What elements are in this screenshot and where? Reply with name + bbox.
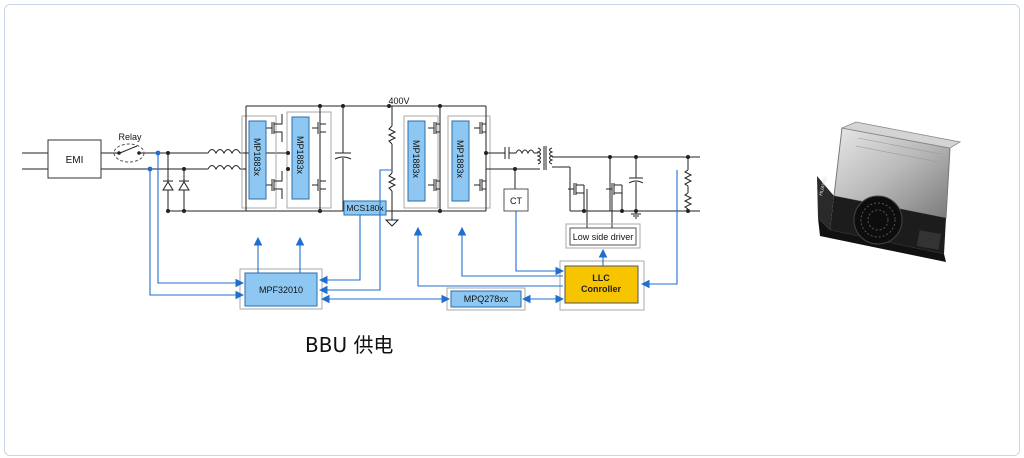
pfc-controller-chip <box>244 272 318 307</box>
diagram-caption: BBU 供电 <box>305 333 394 357</box>
output-filter <box>628 157 693 219</box>
llc-switch-1-label: MP1883x <box>411 140 421 179</box>
voltage-divider <box>384 106 400 227</box>
bbu-module-photo: HUAWEI <box>817 121 962 262</box>
llc-controller-line2: Conroller <box>581 284 622 294</box>
llc-controller-box <box>564 265 639 304</box>
current-sense-label: MCS180x <box>346 203 384 213</box>
emi-label: EMI <box>66 155 84 166</box>
pfc-switch-stage <box>241 105 400 212</box>
current-sense-chip <box>343 200 387 216</box>
low-side-driver-label: Low side driver <box>573 232 634 242</box>
bbu-brand-text: HUAWEI <box>818 176 829 197</box>
pfc-controller-label: MPF32010 <box>259 285 303 295</box>
input-lines <box>22 152 168 170</box>
ct-label: CT <box>510 196 522 206</box>
emi-filter-box <box>47 139 102 179</box>
llc-switch-chip-2 <box>451 120 470 202</box>
llc-switch-stage <box>400 105 505 212</box>
low-side-driver-box <box>569 227 637 246</box>
bus-voltage-label: 400V <box>388 96 409 106</box>
synchronous-rectifiers <box>568 183 623 228</box>
pfc-switch-chip-1 <box>248 120 267 200</box>
relay-label: Relay <box>118 132 142 142</box>
llc-switch-chip-1 <box>407 120 426 202</box>
pfc-switch-1-label: MP1883x <box>252 138 262 177</box>
control-signal-lines <box>149 153 678 304</box>
mpq-label: MPQ278xx <box>464 294 509 304</box>
rectifier-diodes <box>162 152 246 212</box>
pfc-switch-chip-2 <box>291 116 310 200</box>
mpq-chip <box>450 290 522 308</box>
llc-controller-line1: LLC <box>592 273 610 283</box>
relay-symbol <box>113 143 145 163</box>
bulk-capacitor <box>334 106 352 211</box>
llc-switch-2-label: MP1883x <box>455 140 465 179</box>
pfc-switch-2-label: MP1883x <box>295 136 305 175</box>
